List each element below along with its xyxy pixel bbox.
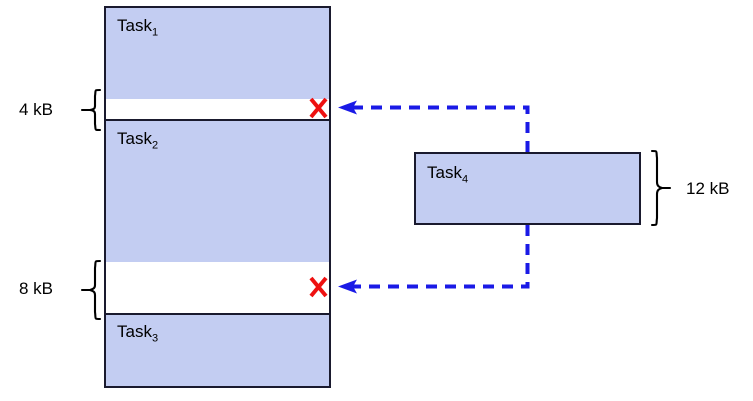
memory-hole-4kb <box>104 99 331 121</box>
hole-4kb-brace <box>80 88 102 132</box>
memory-block-task1-label: Task1 <box>117 17 158 38</box>
memory-block-task3 <box>104 313 331 388</box>
task2-name: Task <box>117 129 152 148</box>
incoming-task4-label: Task4 <box>427 164 468 185</box>
incoming-task4-box <box>414 152 641 225</box>
memory-block-task1 <box>104 6 331 101</box>
task1-index: 1 <box>151 26 159 39</box>
memory-block-task2 <box>104 119 331 264</box>
task4-size-brace <box>650 149 672 227</box>
hole-4kb-size-label: 4 kB <box>19 100 54 119</box>
task4-index: 4 <box>461 173 469 186</box>
task3-name: Task <box>117 322 152 341</box>
memory-block-task2-label: Task2 <box>117 130 158 151</box>
task4-name: Task <box>427 163 462 182</box>
arrow-to-hole2 <box>338 225 530 294</box>
hole-8kb-brace <box>80 259 102 321</box>
hole-8kb-size-label: 8 kB <box>19 279 54 298</box>
task3-index: 3 <box>151 332 159 345</box>
task2-index: 2 <box>151 139 159 152</box>
task1-name: Task <box>117 16 152 35</box>
arrow-to-hole1 <box>338 100 530 152</box>
memory-block-task3-label: Task3 <box>117 323 158 344</box>
task4-size-label: 12 kB <box>686 179 730 198</box>
memory-hole-8kb <box>104 262 331 315</box>
